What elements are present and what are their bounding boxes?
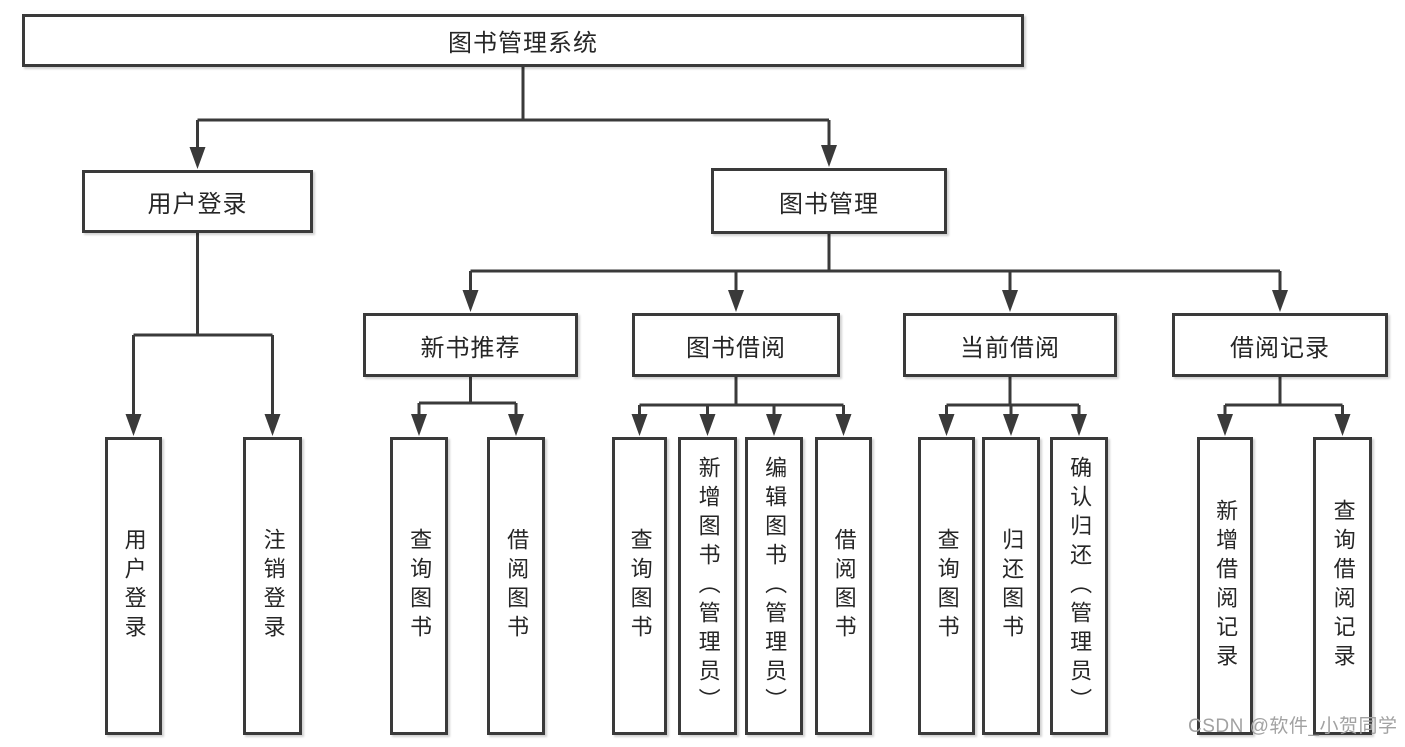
leaf-borrow-add-label: 新增图书（管理员）: [695, 455, 721, 717]
node-new-book-recommend: 新书推荐: [363, 313, 578, 377]
leaf-current-return: 归还图书: [982, 437, 1040, 735]
leaf-borrow-query: 查询图书: [612, 437, 667, 735]
leaf-borrow-add: 新增图书（管理员）: [678, 437, 737, 735]
node-user-login-branch-label: 用户登录: [147, 191, 248, 218]
leaf-newbook-query-label: 查询图书: [407, 528, 433, 644]
leaf-borrow-edit: 编辑图书（管理员）: [745, 437, 803, 735]
leaf-records-add-label: 新增借阅记录: [1213, 499, 1239, 673]
node-book-management-label: 图书管理: [779, 190, 879, 218]
node-root-label: 图书管理系统: [448, 30, 598, 57]
leaf-logout: 注销登录: [243, 437, 302, 735]
leaf-current-confirm-label: 确认归还（管理员）: [1067, 455, 1093, 717]
node-book-management: 图书管理: [711, 168, 947, 234]
leaf-newbook-query: 查询图书: [390, 437, 448, 735]
node-book-borrow-label: 图书借阅: [686, 334, 786, 362]
leaf-borrow-edit-label: 编辑图书（管理员）: [762, 455, 788, 717]
leaf-newbook-borrow-label: 借阅图书: [504, 528, 530, 644]
node-borrow-records-label: 借阅记录: [1230, 334, 1330, 362]
leaf-newbook-borrow: 借阅图书: [487, 437, 545, 735]
node-root: 图书管理系统: [22, 14, 1024, 67]
leaf-borrow-borrow: 借阅图书: [815, 437, 872, 735]
node-current-borrow-label: 当前借阅: [960, 334, 1060, 362]
leaf-logout-label: 注销登录: [260, 528, 286, 644]
leaf-records-query-label: 查询借阅记录: [1330, 499, 1356, 673]
watermark: CSDN @软件_小贺同学: [1188, 716, 1398, 737]
leaf-current-confirm: 确认归还（管理员）: [1050, 437, 1108, 735]
leaf-current-return-label: 归还图书: [999, 528, 1025, 644]
node-user-login-branch: 用户登录: [82, 170, 313, 233]
leaf-user-login-label: 用户登录: [121, 528, 147, 644]
leaf-borrow-borrow-label: 借阅图书: [831, 528, 857, 644]
node-book-borrow: 图书借阅: [632, 313, 840, 377]
node-new-book-recommend-label: 新书推荐: [420, 334, 521, 362]
leaf-records-add: 新增借阅记录: [1197, 437, 1253, 735]
leaf-records-query: 查询借阅记录: [1313, 437, 1372, 735]
node-borrow-records: 借阅记录: [1172, 313, 1388, 377]
leaf-current-query: 查询图书: [918, 437, 975, 735]
node-current-borrow: 当前借阅: [903, 313, 1117, 377]
leaf-user-login: 用户登录: [105, 437, 162, 735]
leaf-borrow-query-label: 查询图书: [627, 528, 653, 644]
leaf-current-query-label: 查询图书: [934, 528, 960, 644]
